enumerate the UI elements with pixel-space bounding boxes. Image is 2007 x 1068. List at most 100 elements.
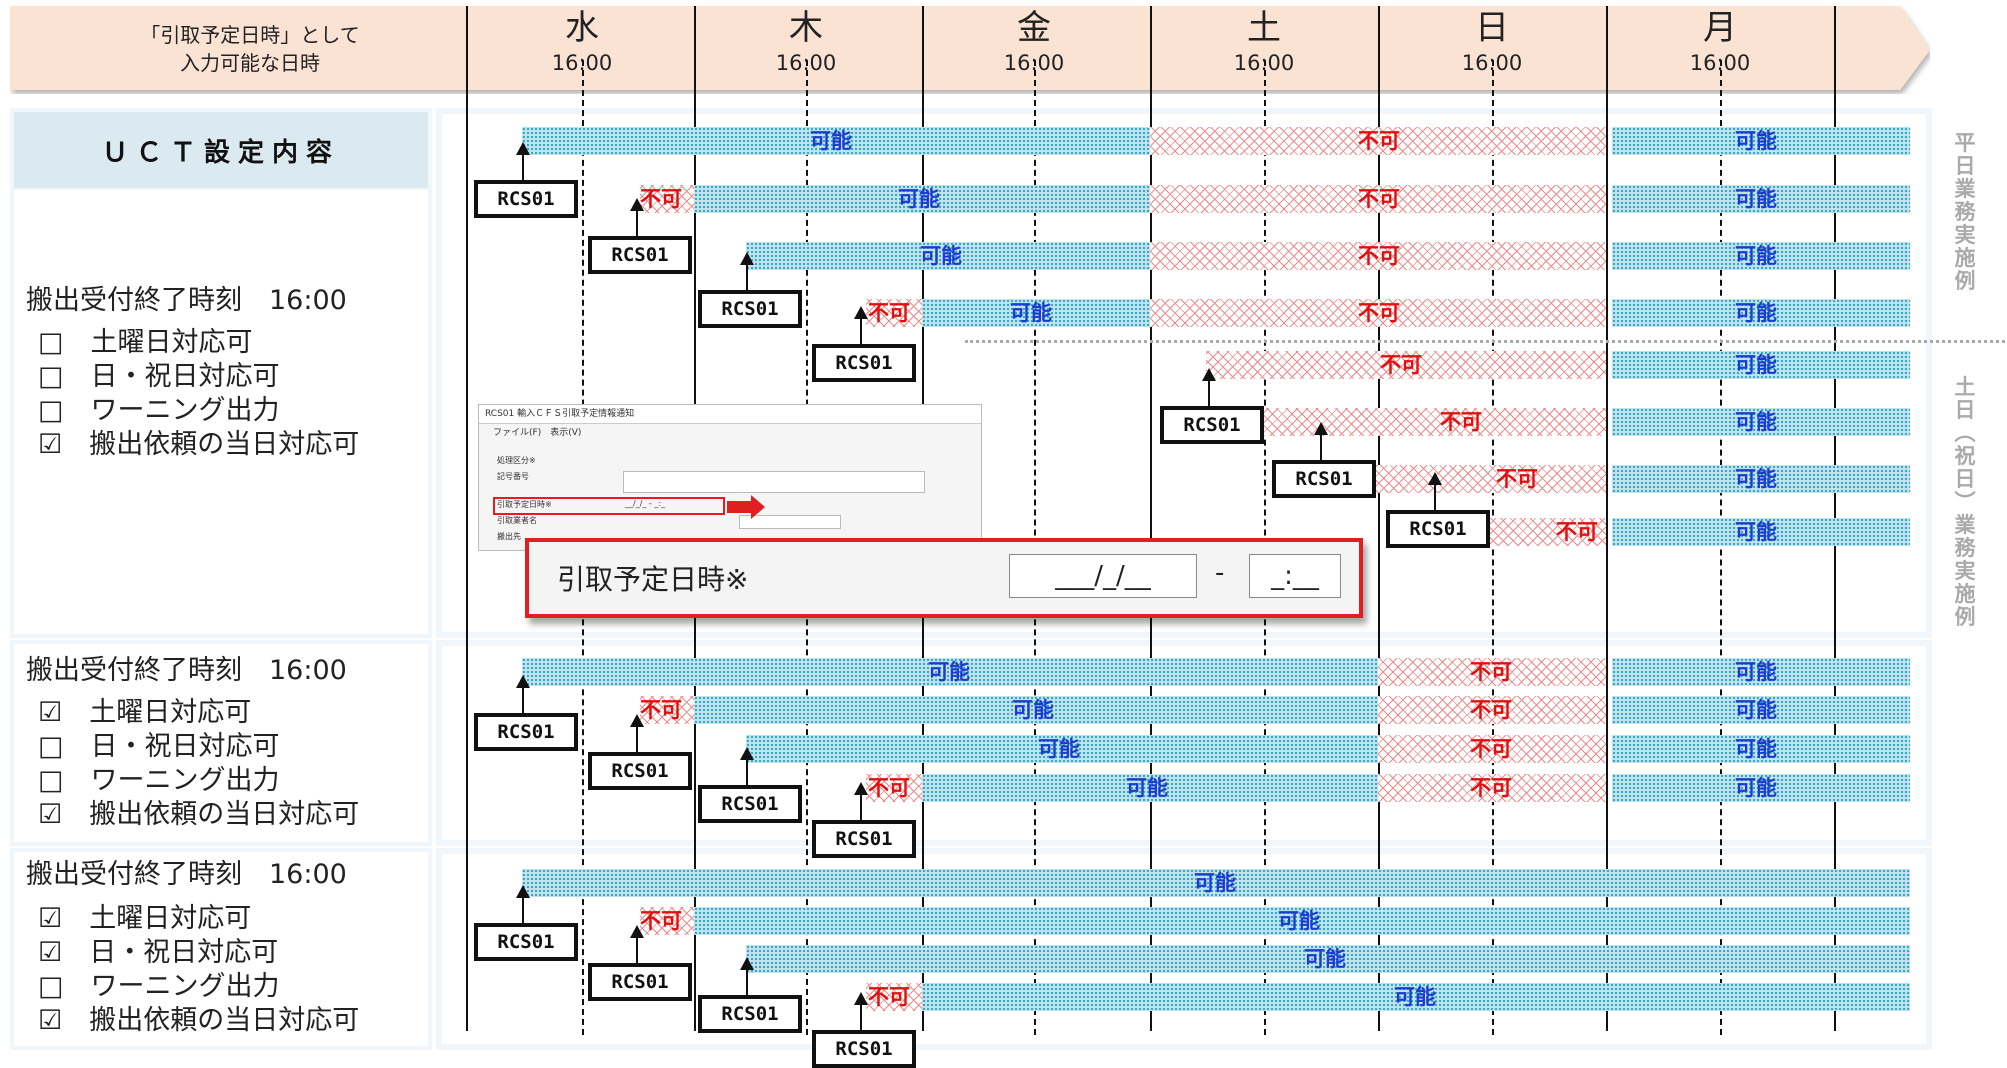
popup-time-input[interactable]: _:__	[1249, 554, 1341, 598]
start-arrow-icon	[516, 675, 530, 713]
cutoff-time-line	[1720, 60, 1722, 1035]
allowed-label: 可能	[898, 187, 940, 211]
allowed-bar	[522, 658, 1378, 686]
start-arrow-icon	[630, 925, 644, 963]
section-3-option: ☑ 土曜日対応可	[38, 903, 252, 934]
app-field-label: 記号番号	[497, 472, 529, 481]
start-arrow-icon	[740, 252, 754, 290]
start-arrow-icon	[854, 782, 868, 820]
day-name: 月	[1703, 8, 1737, 48]
allowed-bar	[922, 774, 1378, 802]
day-name: 金	[1017, 8, 1051, 48]
header-label-line2: 入力可能な日時	[180, 51, 320, 75]
allowed-label: 可能	[1735, 353, 1777, 377]
not-allowed-label: 不可	[1440, 410, 1482, 434]
rcs01-box: RCS01	[474, 180, 578, 218]
start-arrow-icon	[630, 198, 644, 236]
allowed-label: 可能	[810, 129, 852, 153]
start-arrow-icon	[740, 747, 754, 785]
not-allowed-label: 不可	[640, 187, 682, 211]
not-allowed-label: 不可	[1358, 129, 1400, 153]
day-name: 土	[1247, 8, 1281, 48]
not-allowed-bar	[866, 983, 922, 1011]
allowed-bar	[1612, 408, 1910, 436]
not-allowed-label: 不可	[1556, 520, 1598, 544]
app-field-label: 処理区分※	[497, 456, 536, 465]
popup-date-input[interactable]: ___/_/__	[1009, 554, 1197, 598]
not-allowed-bar	[640, 185, 694, 213]
day-name: 水	[565, 8, 599, 48]
allowed-label: 可能	[1735, 129, 1777, 153]
allowed-label: 可能	[1735, 244, 1777, 268]
allowed-label: 可能	[1194, 871, 1236, 895]
start-arrow-icon	[630, 714, 644, 752]
rcs01-box: RCS01	[698, 290, 802, 328]
allowed-label: 可能	[1012, 698, 1054, 722]
app-window-title: RCS01 輸入ＣＦＳ引取予定情報通知	[479, 405, 981, 424]
side-label-holiday: 土日︵祝日︶業務実施例	[1954, 375, 1976, 629]
app-menu-bar: ファイル(F) 表示(V)	[493, 428, 582, 438]
allowed-bar	[1612, 351, 1910, 379]
allowed-label: 可能	[1735, 520, 1777, 544]
day-name: 木	[789, 8, 823, 48]
not-allowed-bar	[1150, 299, 1606, 327]
section-3-option: □ ワーニング出力	[38, 971, 280, 1002]
allowed-label: 可能	[1735, 698, 1777, 722]
app-field-input[interactable]	[739, 515, 841, 529]
allowed-label: 可能	[1735, 410, 1777, 434]
not-allowed-label: 不可	[868, 301, 910, 325]
rcs01-box: RCS01	[698, 995, 802, 1033]
not-allowed-label: 不可	[1358, 187, 1400, 211]
app-field-label: 引取業者名	[497, 516, 537, 525]
section-2-option: ☑ 搬出依頼の当日対応可	[38, 799, 360, 830]
day-divider-line	[1150, 6, 1152, 1031]
allowed-bar	[694, 185, 1150, 213]
allowed-bar	[746, 735, 1378, 763]
section-1-option: □ 日・祝日対応可	[38, 361, 280, 392]
day-divider-line	[1606, 6, 1608, 1031]
not-allowed-label: 不可	[1470, 698, 1512, 722]
start-arrow-icon	[1314, 422, 1328, 460]
start-arrow-icon	[854, 992, 868, 1030]
not-allowed-label: 不可	[1358, 244, 1400, 268]
not-allowed-bar	[1378, 658, 1606, 686]
rcs01-box: RCS01	[812, 1030, 916, 1068]
allowed-bar	[694, 696, 1378, 724]
allowed-label: 可能	[1394, 985, 1436, 1009]
allowed-bar	[922, 983, 1910, 1011]
not-allowed-label: 不可	[640, 698, 682, 722]
not-allowed-bar	[1206, 351, 1606, 379]
start-arrow-icon	[516, 142, 530, 180]
allowed-label: 可能	[1278, 909, 1320, 933]
date-field-zoom: 引取予定日時※ ___/_/__ - _:__	[525, 538, 1363, 618]
not-allowed-bar	[640, 696, 694, 724]
section-2-title: 搬出受付終了時刻 16:00	[26, 655, 347, 686]
allowed-label: 可能	[1735, 301, 1777, 325]
allowed-bar	[522, 869, 1910, 897]
allowed-bar	[1612, 299, 1910, 327]
allowed-bar	[1612, 658, 1910, 686]
section-3-option: ☑ 搬出依頼の当日対応可	[38, 1005, 360, 1036]
app-field-label: 引取予定日時※	[497, 500, 552, 509]
section-3-title: 搬出受付終了時刻 16:00	[26, 859, 347, 890]
rcs01-box: RCS01	[474, 713, 578, 751]
rcs01-box: RCS01	[1272, 460, 1376, 498]
app-date-mask: __/_/_ - _:_	[625, 499, 666, 508]
allowed-label: 可能	[1735, 660, 1777, 684]
not-allowed-bar	[1150, 185, 1606, 213]
section-1-option: □ ワーニング出力	[38, 395, 280, 426]
start-arrow-icon	[1202, 368, 1216, 406]
allowed-bar	[1612, 242, 1910, 270]
rcs01-box: RCS01	[1386, 510, 1490, 548]
not-allowed-bar	[866, 299, 922, 327]
allowed-label: 可能	[920, 244, 962, 268]
day-divider-line	[1378, 6, 1380, 1031]
allowed-label: 可能	[1735, 467, 1777, 491]
allowed-bar	[522, 127, 1150, 155]
app-screenshot: RCS01 輸入ＣＦＳ引取予定情報通知 ファイル(F) 表示(V) 処理区分※ …	[478, 404, 982, 551]
section-3-option: ☑ 日・祝日対応可	[38, 937, 279, 968]
example-separator	[965, 340, 2005, 343]
allowed-bar	[1612, 127, 1910, 155]
uct-title: ＵＣＴ設定内容	[14, 112, 428, 188]
app-field-input[interactable]	[623, 471, 925, 493]
